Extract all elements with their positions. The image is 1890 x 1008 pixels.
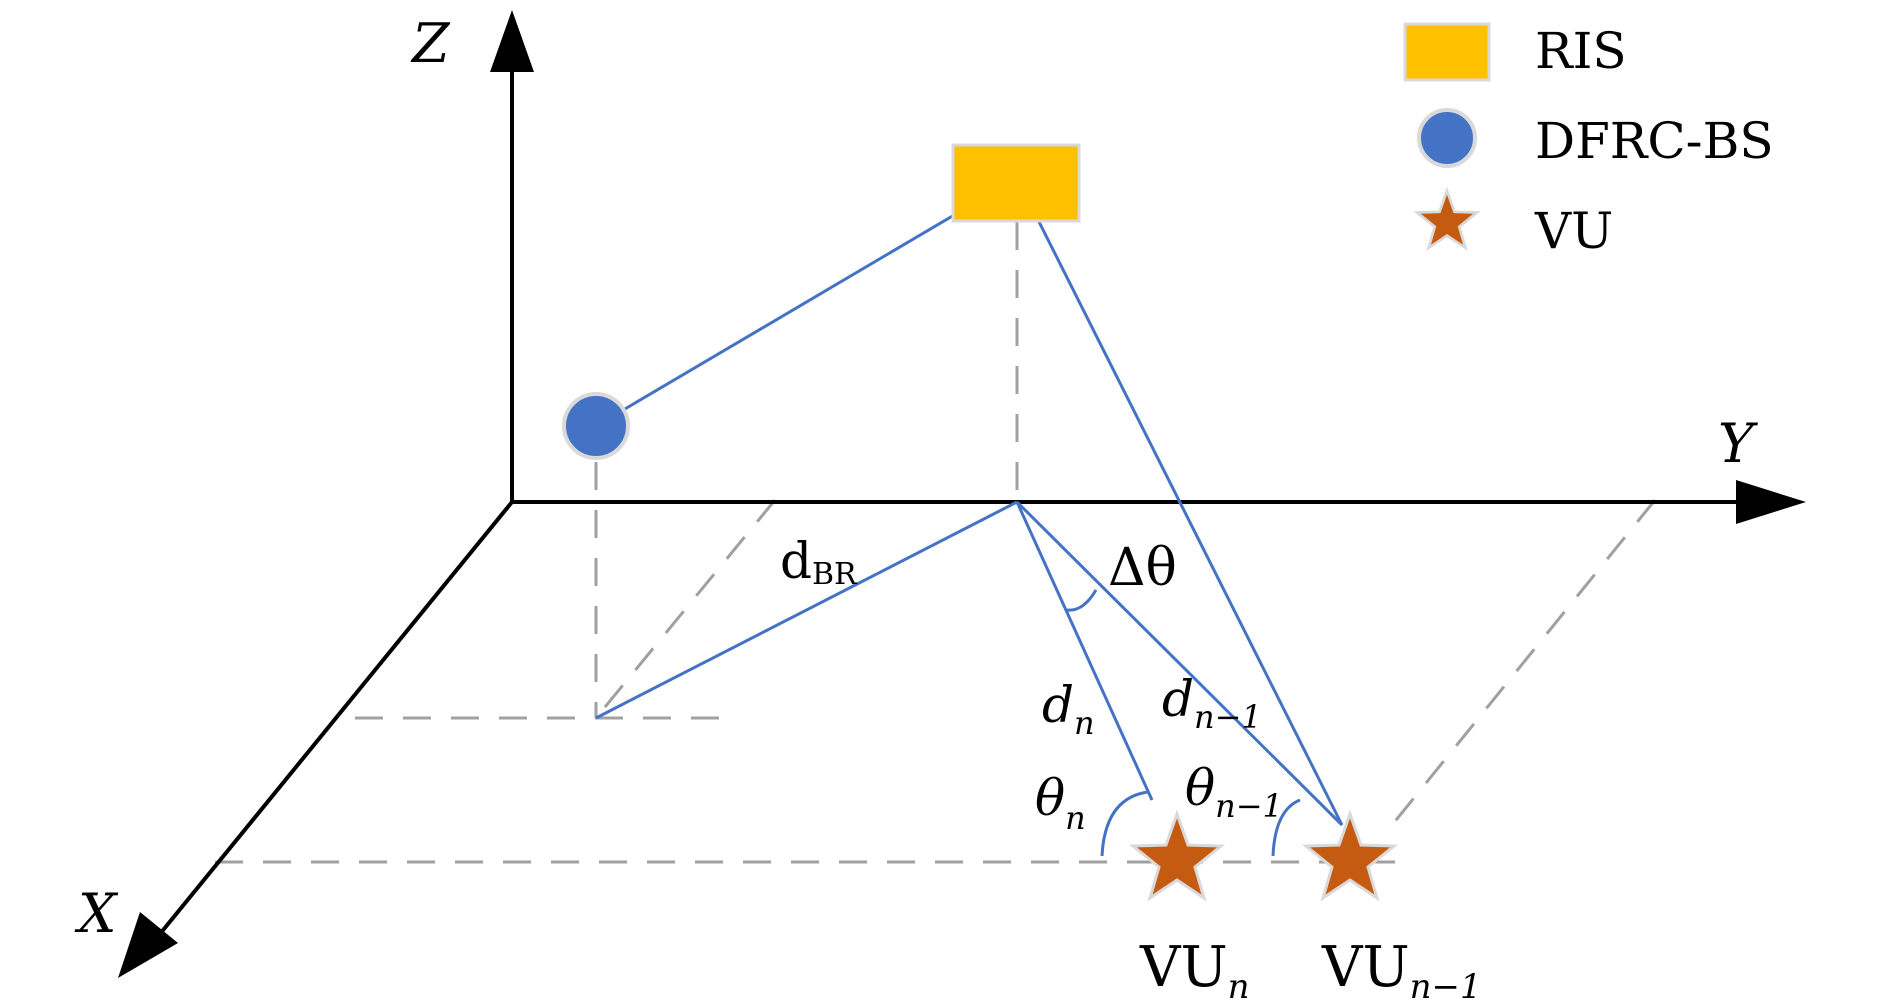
vu-n1-marker	[1304, 812, 1396, 900]
axes	[118, 10, 1806, 978]
y-axis-arrowhead	[1736, 480, 1806, 524]
legend-vu-label: VU	[1534, 202, 1613, 260]
delta-theta-label: Δθ	[1108, 538, 1177, 598]
d-n1-label: dn−1	[1162, 670, 1262, 736]
theta-n-arc	[1100, 790, 1149, 857]
legend-ris-label: RIS	[1535, 22, 1627, 80]
vu-n-label: VUn	[1139, 935, 1250, 1007]
vu-n1-label: VUn−1	[1321, 935, 1482, 1007]
link-floor-vu-n1	[1015, 500, 1344, 827]
link-ris-vu-n1	[1015, 177, 1344, 826]
bs-marker	[562, 392, 630, 460]
link-floor-vu-n	[1015, 501, 1154, 801]
z-axis-arrowhead	[490, 10, 534, 72]
legend: RIS DFRC-BS VU	[1403, 22, 1774, 260]
link-floor-bs	[595, 500, 1018, 720]
theta-n-label: θn	[1035, 769, 1086, 837]
link-bs-ris	[595, 176, 1018, 428]
links	[595, 176, 1344, 857]
bs-floor-diagonal	[594, 499, 777, 719]
star-icon	[1413, 186, 1481, 252]
ris-marker	[951, 143, 1081, 223]
legend-bs-label: DFRC-BS	[1535, 112, 1774, 170]
projection-lines	[215, 222, 1657, 864]
x-axis-label: X	[74, 882, 119, 945]
d-br-label: dBR	[780, 532, 858, 592]
y-axis-label: Y	[1718, 412, 1758, 475]
x-axis	[153, 500, 514, 942]
square-icon	[1403, 22, 1491, 82]
theta-n1-label: θn−1	[1185, 759, 1283, 825]
d-n-label: dn	[1042, 676, 1095, 742]
delta-theta-arc	[1066, 589, 1098, 612]
far-diagonal	[1386, 499, 1657, 831]
vu-n-marker	[1131, 812, 1223, 900]
x-axis-arrowhead	[118, 912, 178, 978]
theta-n1-arc	[1271, 798, 1301, 857]
circle-icon	[1417, 108, 1477, 168]
z-axis-label: Z	[410, 12, 451, 75]
